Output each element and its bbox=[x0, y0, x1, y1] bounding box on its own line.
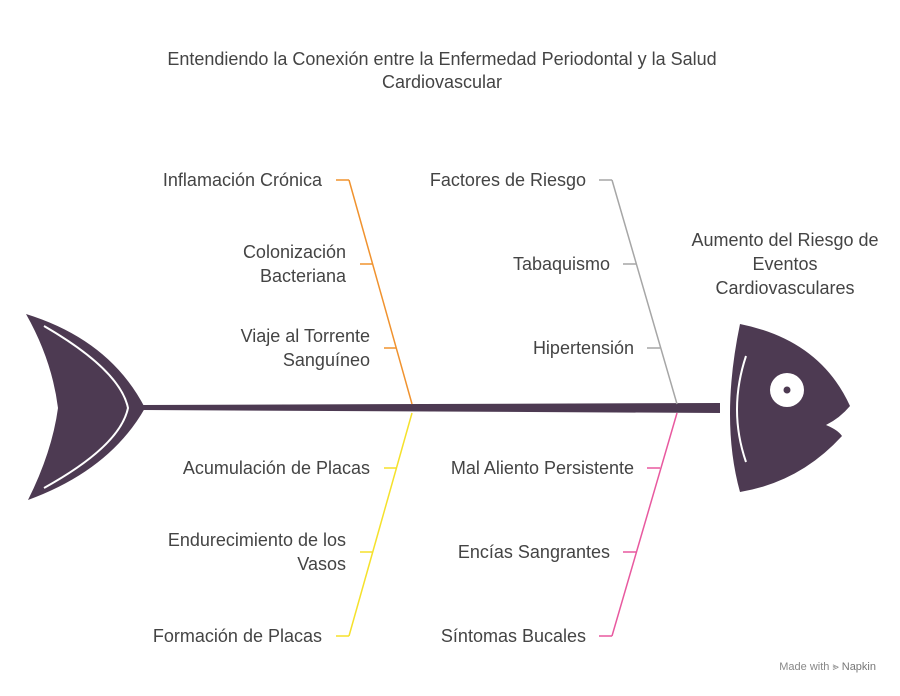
branch-formacion bbox=[336, 412, 413, 637]
napkin-logo-icon: ⪢ bbox=[832, 661, 839, 673]
diagram-title: Entendiendo la Conexión entre la Enferme… bbox=[167, 49, 717, 92]
category-label: Formación de Placas bbox=[152, 626, 322, 646]
category-label: Síntomas Bucales bbox=[440, 626, 586, 646]
made-with-text: Made with bbox=[779, 661, 830, 673]
cause-label: Tabaquismo bbox=[512, 254, 610, 274]
cause-label: Hipertensión bbox=[532, 338, 634, 358]
fish-tail-highlight bbox=[43, 325, 130, 489]
cause-label: Encías Sangrantes bbox=[457, 542, 610, 562]
cause-label: Acumulación de Placas bbox=[182, 458, 370, 478]
cause-label: Endurecimiento de los Vasos bbox=[167, 530, 346, 574]
fish-pupil bbox=[783, 386, 791, 394]
made-with-napkin[interactable]: Made with ⪢ Napkin bbox=[779, 661, 876, 674]
fish-tail bbox=[26, 314, 145, 500]
category-label: Inflamación Crónica bbox=[162, 170, 322, 190]
cause-label: Mal Aliento Persistente bbox=[450, 458, 634, 478]
cause-label: Viaje al Torrente Sanguíneo bbox=[240, 326, 370, 370]
branch-sintomas bbox=[599, 412, 678, 637]
effect-label: Aumento del Riesgo de Eventos Cardiovasc… bbox=[691, 230, 879, 298]
fish-gill bbox=[736, 355, 747, 463]
fish-spine bbox=[142, 403, 720, 413]
cause-label: Colonización Bacteriana bbox=[242, 242, 346, 286]
branch-factores bbox=[599, 179, 678, 405]
fish-head bbox=[730, 324, 850, 492]
branch-inflamacion bbox=[336, 179, 413, 405]
napkin-brand: Napkin bbox=[841, 661, 876, 673]
category-label: Factores de Riesgo bbox=[429, 170, 586, 190]
